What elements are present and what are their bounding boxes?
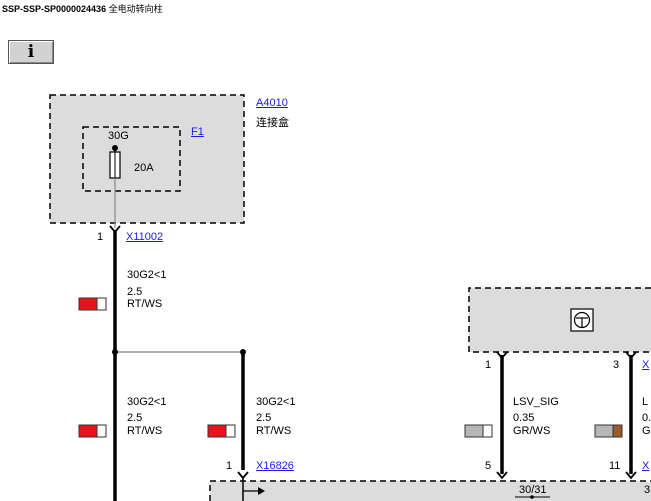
wire-color-swatch-1: [78, 297, 107, 311]
wire-2-color: RT/WS: [127, 425, 163, 437]
fuse-ref-link[interactable]: F1: [191, 126, 204, 138]
document-id: SSP-SSP-SP0000024436: [2, 4, 107, 14]
wire-3-size: 2.5: [256, 412, 272, 424]
junction-box-id-link[interactable]: A4010: [256, 97, 288, 109]
document-subject: 全电动转向柱: [108, 4, 163, 14]
wire-2-size: 2.5: [127, 412, 143, 424]
junction-box-name: 连接盒: [256, 117, 289, 129]
info-icon: i: [27, 42, 35, 62]
fuse-node-label: 30G: [108, 130, 129, 142]
wire-color-swatch-4: [464, 424, 493, 438]
bus-label: 30/31: [519, 484, 547, 496]
pin-5-label: 5: [485, 460, 492, 472]
pin-11-label: 11: [609, 460, 621, 472]
pin-11-symbol: [625, 471, 637, 480]
right-connector-bottom-link[interactable]: X: [642, 460, 650, 472]
wire-4-size: 0.35: [513, 412, 535, 424]
wire-4-signal: LSV_SIG: [513, 396, 559, 408]
connector-x16826-symbol: [237, 471, 249, 480]
bus-partial-label: 3: [644, 484, 651, 496]
wire-2-signal: 30G2<1: [127, 396, 167, 408]
junction-box-frame: [49, 94, 245, 224]
steering-module-frame: [468, 287, 651, 353]
wire-color-swatch-3: [207, 424, 236, 438]
wire-3-color: RT/WS: [256, 425, 292, 437]
wire-color-swatch-5: [594, 424, 623, 438]
connector-x16826-pin: 1: [226, 460, 233, 472]
arrow-icon: [258, 487, 265, 495]
pin-1-label: 1: [485, 359, 492, 371]
wire-5-color: G: [642, 425, 651, 437]
connector-x11002-link[interactable]: X11002: [126, 231, 164, 243]
wire-1-size: 2.5: [127, 286, 143, 298]
steering-wheel-icon: [570, 308, 594, 332]
connector-x11002-pin: 1: [97, 231, 104, 243]
pin-5-symbol: [496, 471, 508, 480]
document-title: SSP-SSP-SP0000024436 全电动转向柱: [2, 2, 163, 15]
wire-5-size: 0.: [642, 412, 651, 424]
splice-dot-left: [112, 349, 118, 355]
fuse-group-frame: [82, 126, 181, 192]
right-connector-top-link[interactable]: X: [642, 359, 650, 371]
wire-4-color: GR/WS: [513, 425, 551, 437]
wire-color-swatch-2: [78, 424, 107, 438]
wire-1-color: RT/WS: [127, 298, 163, 310]
wire-5-signal: L: [642, 396, 649, 408]
fuse-rating: 20A: [134, 162, 154, 174]
wire-1-signal: 30G2<1: [127, 269, 167, 281]
connector-x16826-link[interactable]: X16826: [256, 460, 294, 472]
info-button[interactable]: i: [8, 40, 54, 64]
wire-3-signal: 30G2<1: [256, 396, 296, 408]
pin-3-label: 3: [613, 359, 620, 371]
